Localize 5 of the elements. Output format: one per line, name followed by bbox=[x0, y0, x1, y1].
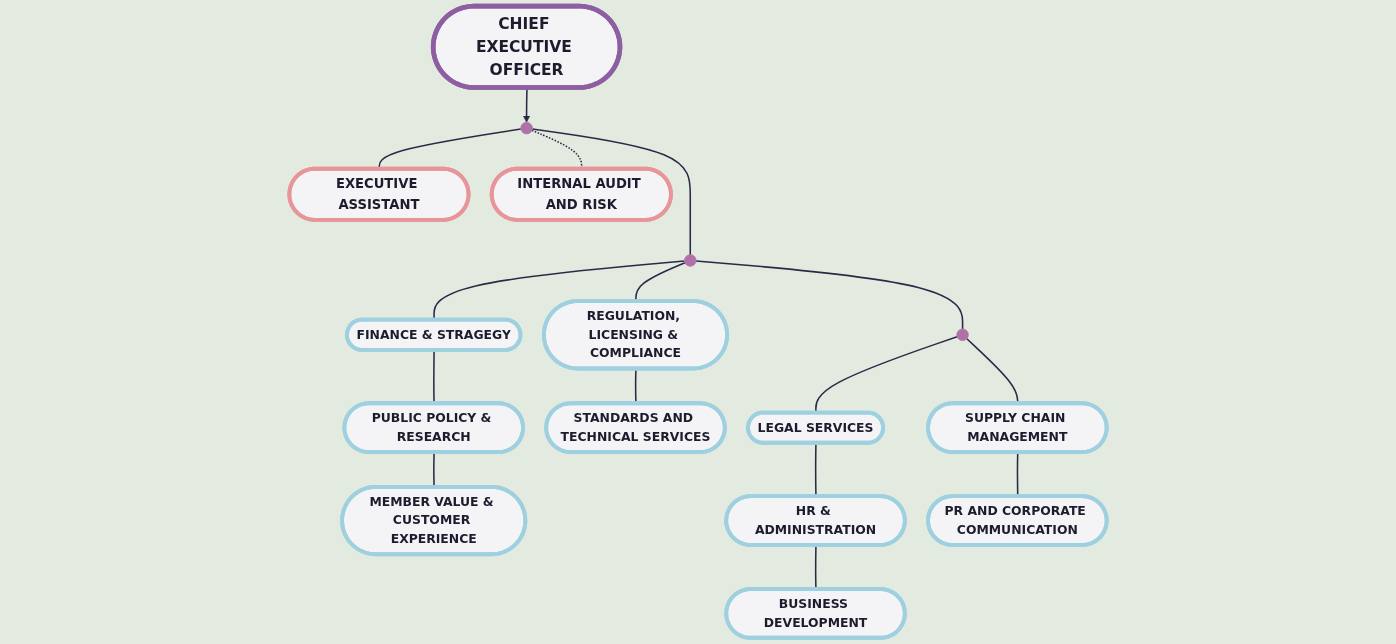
connector bbox=[695, 260, 964, 330]
node-circle bbox=[956, 328, 969, 341]
node-circle bbox=[684, 254, 697, 267]
connector bbox=[531, 128, 692, 256]
node-circle bbox=[520, 121, 533, 135]
